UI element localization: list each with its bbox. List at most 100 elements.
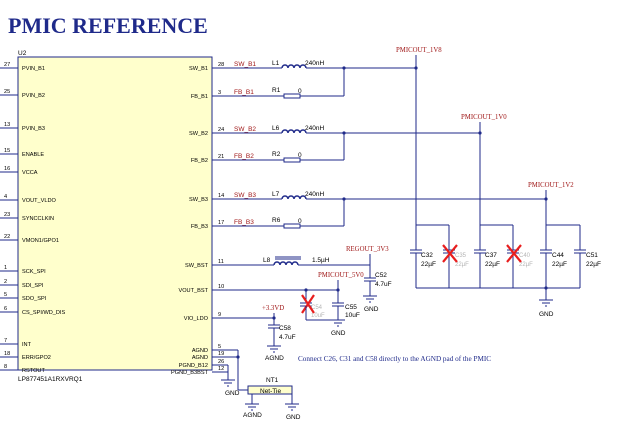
- nt1-value: Net-Tie: [260, 388, 281, 395]
- ic-right-pin-number: 17: [218, 220, 224, 226]
- ic-left-pin-number: 25: [4, 89, 10, 95]
- ic-left-pin-name: ENABLE: [22, 152, 44, 158]
- gnd-label-c52: GND: [364, 306, 379, 313]
- ic-left-pin-name: VCCA: [22, 170, 38, 176]
- ic-left-pin-name: SDI_SPI: [22, 283, 44, 289]
- vio-ldo-section: +3.3VD C58 4.7uF AGND: [212, 305, 296, 362]
- c35-value: 22µF: [455, 262, 469, 268]
- ic-right-pin-number: 14: [218, 193, 224, 199]
- ic-left-pin-name: RSTOUT: [22, 368, 45, 374]
- l1-refdes: L1: [272, 60, 280, 67]
- c58-value: 4.7uF: [279, 334, 296, 341]
- c40-refdes: C40: [519, 253, 531, 259]
- c54-value: 10uF: [311, 313, 325, 319]
- net-label-pmicout-1v8: PMICOUT_1V8: [396, 47, 442, 54]
- gnd-label-pgnd: GND: [225, 390, 240, 397]
- net-label-plus-3v3d: +3.3VD: [262, 305, 284, 312]
- pgnd-pin-number-1: 26: [218, 359, 224, 365]
- nt1-refdes: NT1: [266, 377, 279, 384]
- ic-part-number: LP877451A1RXVRQ1: [18, 376, 83, 383]
- c37-value: 22µF: [485, 261, 500, 268]
- r6-value: 0: [298, 218, 302, 225]
- agnd-label-c58: AGND: [265, 355, 284, 362]
- agnd-pin-number-2: 19: [218, 351, 224, 357]
- c35-refdes: C35: [455, 253, 467, 259]
- ic-right-pin-number: 24: [218, 127, 224, 133]
- ic-left-pin-name: CS_SPI/WD_DIS: [22, 310, 65, 316]
- gnd-label-c55: GND: [331, 330, 346, 337]
- r1-value: 0: [298, 88, 302, 95]
- c35-remove-mark: [442, 244, 458, 263]
- ic-left-pin-name: SCK_SPI: [22, 269, 46, 275]
- l8-value: 1.5µH: [312, 257, 330, 264]
- c54-refdes: C54: [311, 305, 323, 311]
- pgnd-pin-number-2: 12: [218, 366, 224, 372]
- gnd-label-caps: GND: [539, 311, 554, 318]
- c55-refdes: C55: [345, 304, 357, 311]
- l8-refdes: L8: [263, 257, 271, 264]
- ic-right-pin-name: SW_BST: [185, 263, 209, 269]
- ic-left-pin-name: INT: [22, 342, 32, 348]
- net-label-sw-b2: SW_B2: [234, 126, 256, 133]
- ic-right-pin-number: 10: [218, 284, 224, 290]
- ic-right-pin-number: 11: [218, 259, 224, 265]
- ic-left-pin-name: VOUT_VLDO: [22, 198, 57, 204]
- c51-refdes: C51: [586, 252, 598, 259]
- ic-right-pin-name: VOUT_BST: [178, 288, 208, 294]
- c32-value: 22µF: [421, 261, 436, 268]
- agnd-pin-number-1: 5: [218, 344, 221, 350]
- ic-right-pin-name: PGND_B3BST: [171, 370, 209, 376]
- net-label-pmicout-1v2: PMICOUT_1V2: [528, 182, 574, 189]
- ic-right-pin-name: FB_B3: [191, 224, 208, 230]
- ic-left-pin-number: 16: [4, 166, 10, 172]
- ic-left-pin-name: SDO_SPI: [22, 296, 47, 302]
- ic-left-pin-name: VMON1/GPO1: [22, 238, 59, 244]
- ic-left-pin-number: 1: [4, 265, 7, 271]
- ic-left-pin-name: PVIN_B3: [22, 126, 45, 132]
- net-label-pmicout-5v0: PMICOUT_5V0: [318, 272, 364, 279]
- r2-refdes: R2: [272, 151, 281, 158]
- l7-refdes: L7: [272, 191, 280, 198]
- ic-left-pins: 27PVIN_B125PVIN_B213PVIN_B315ENABLE16VCC…: [0, 62, 65, 374]
- ic-left-pin-number: 13: [4, 122, 10, 128]
- ic-right-pin-name: SW_B3: [189, 197, 208, 203]
- l6-value: 240nH: [305, 125, 324, 132]
- ic-right-pin-name: AGND: [192, 355, 208, 361]
- c58-refdes: C58: [279, 325, 291, 332]
- ic-left-pin-number: 6: [4, 306, 7, 312]
- net-label-fb-b3: FB_B3: [234, 219, 254, 226]
- ic-left-pin-number: 27: [4, 62, 10, 68]
- l6-refdes: L6: [272, 125, 280, 132]
- buck3-output-stage: SW_B3 FB_B3 L7 240nH R6 0: [212, 191, 546, 229]
- agnd-label-net-tie: AGND: [243, 412, 262, 419]
- ic-left-pin-number: 7: [4, 338, 7, 344]
- ic-right-pin-name: PGND_B12: [179, 363, 208, 369]
- net-label-regout-3v3: REGOUT_3V3: [346, 246, 389, 253]
- ic-left-pin-number: 23: [4, 212, 10, 218]
- net-label-fb-b1: FB_B1: [234, 89, 254, 96]
- ic-right-pin-name: VIO_LDO: [184, 316, 209, 322]
- l1-value: 240nH: [305, 60, 324, 67]
- c44-value: 22µF: [552, 261, 567, 268]
- c52-value: 4.7uF: [375, 281, 392, 288]
- c52-refdes: C52: [375, 272, 387, 279]
- r2-value: 0: [298, 152, 302, 159]
- layout-note: Connect C26, C31 and C58 directly to the…: [298, 355, 491, 363]
- c40-remove-mark: [506, 244, 522, 263]
- ic-left-pin-number: 22: [4, 234, 10, 240]
- ic-left-pin-name: ERR/GPO2: [22, 355, 51, 361]
- net-label-sw-b3: SW_B3: [234, 192, 256, 199]
- c54-remove-mark: [301, 294, 315, 314]
- c55-value: 10uF: [345, 312, 360, 319]
- ic-right-pin-number: 9: [218, 312, 221, 318]
- ground-pins-section: 5 19 26 12 GND NT1 Net-Tie AGND GND: [212, 344, 301, 421]
- r1-refdes: R1: [272, 87, 281, 94]
- ic-right-pin-number: 28: [218, 62, 224, 68]
- ic-left-pin-name: PVIN_B1: [22, 66, 45, 72]
- ic-left-pin-number: 4: [4, 194, 7, 200]
- ic-right-pin-name: SW_B1: [189, 66, 208, 72]
- c44-refdes: C44: [552, 252, 564, 259]
- c40-value: 22µF: [519, 262, 533, 268]
- page-title: PMIC REFERENCE: [8, 13, 208, 38]
